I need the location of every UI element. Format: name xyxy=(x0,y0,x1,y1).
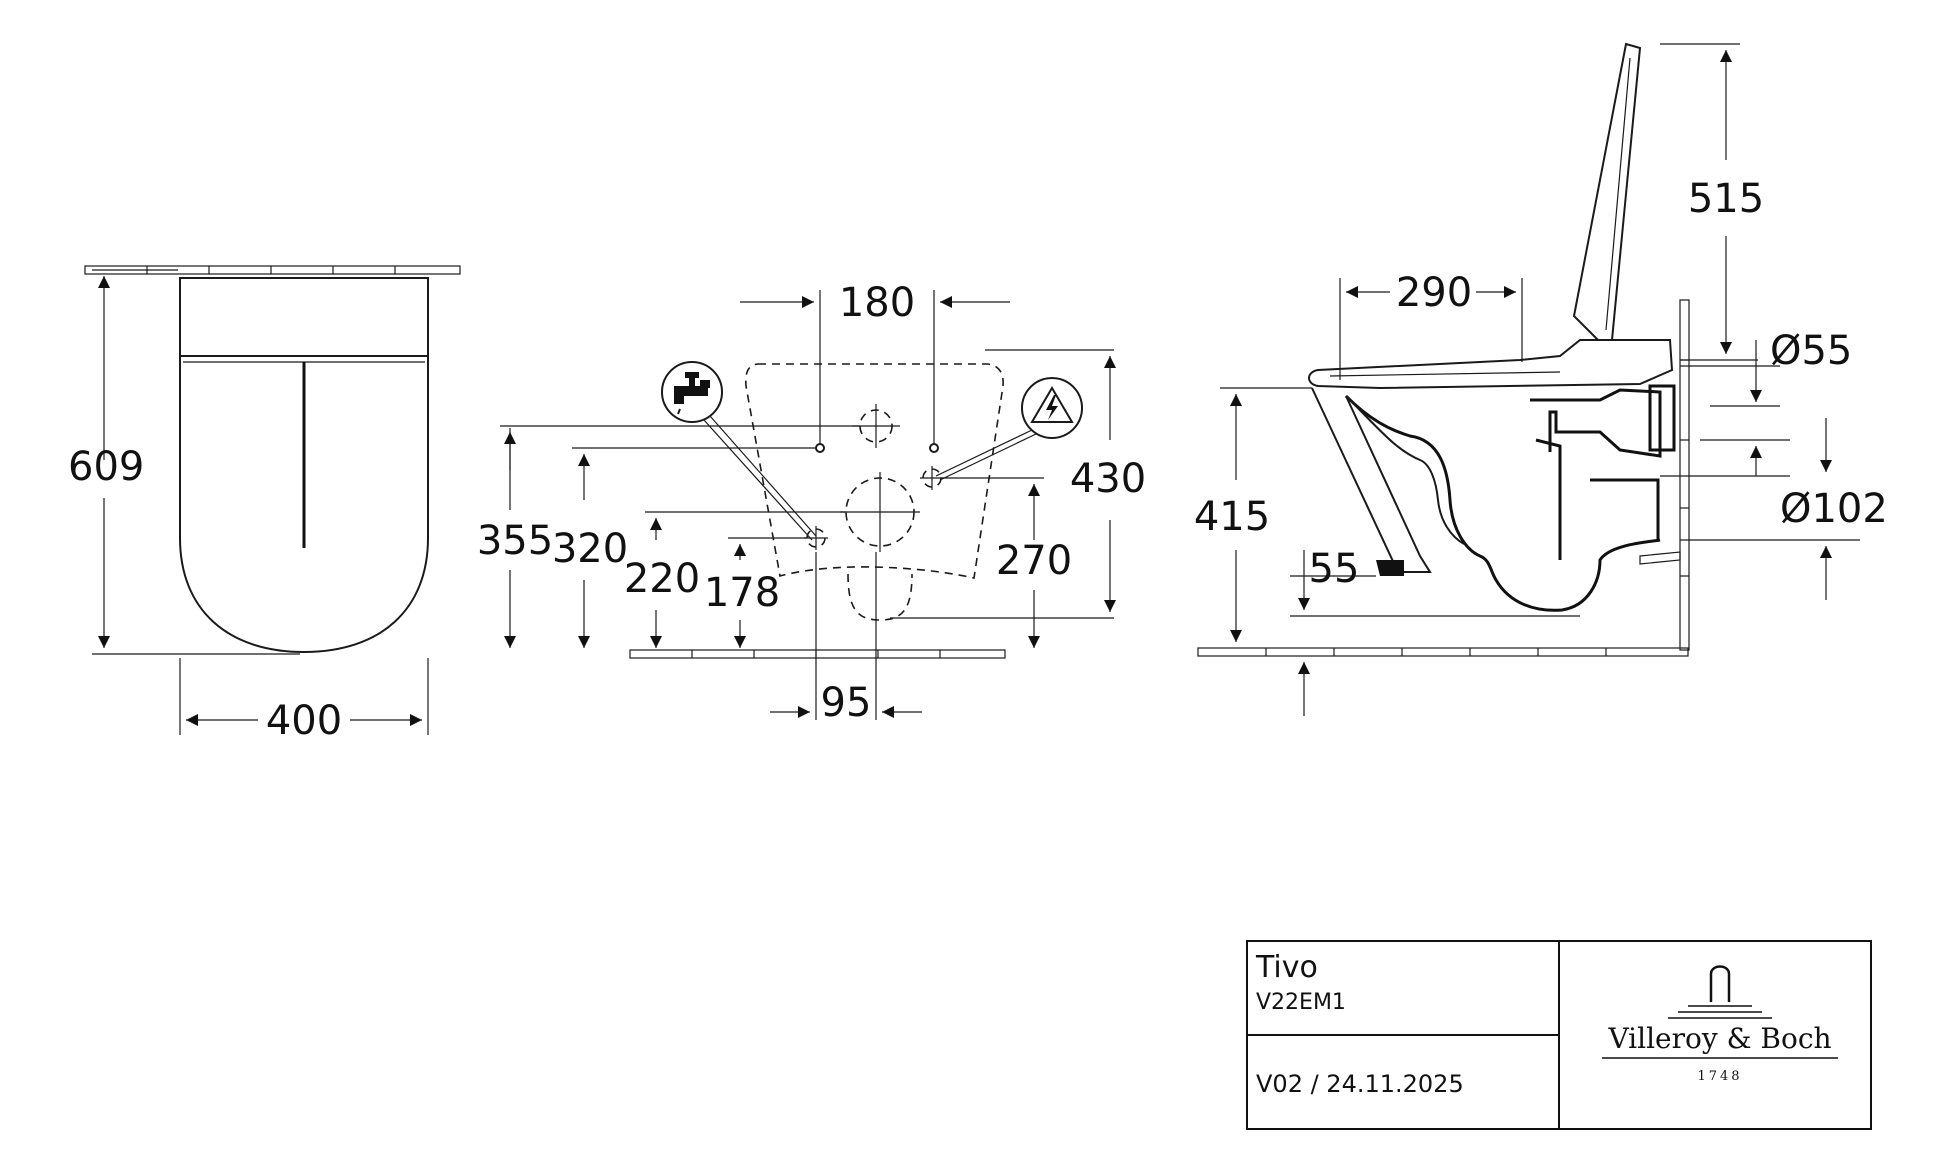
top-view: 609 400 xyxy=(68,265,461,744)
dim-spacing-bottom: 95 xyxy=(821,680,872,726)
dim-height-1: 355 xyxy=(477,518,553,564)
revision-date: V02 / 24.11.2025 xyxy=(1256,1070,1464,1098)
dim-right-height: 270 xyxy=(996,538,1072,584)
dim-offset: 55 xyxy=(1309,546,1360,592)
fountain-icon xyxy=(1668,965,1772,1019)
dim-height-3: 220 xyxy=(624,556,700,602)
dim-height-2: 320 xyxy=(552,526,628,572)
brand-year: 1748 xyxy=(1697,1069,1742,1084)
bowl-top-outline xyxy=(179,277,429,654)
title-block-brand-cell xyxy=(1558,940,1872,1130)
side-view: 515 290 Ø55 Ø102 415 55 xyxy=(1194,42,1888,716)
seat-lid xyxy=(1572,42,1642,341)
dim-lid-height: 515 xyxy=(1688,176,1764,222)
bowl-side-outline xyxy=(1311,387,1432,573)
dim-pipe-large: Ø102 xyxy=(1780,486,1888,532)
mounting-outline-dashed xyxy=(745,363,1004,579)
brand-name: Villeroy & Boch xyxy=(1607,1022,1831,1055)
product-code: V22EM1 xyxy=(1256,990,1346,1015)
seat xyxy=(1308,339,1674,390)
top-view-wall xyxy=(84,265,461,275)
dim-depth: 609 xyxy=(68,444,144,490)
front-view: 180 95 355 320 220 178 430 xyxy=(477,280,1146,726)
brand-logo: Villeroy & Boch 1748 xyxy=(1602,965,1838,1084)
water-tap-icon xyxy=(661,361,817,541)
dim-spacing-top: 180 xyxy=(839,280,915,326)
dim-total-height: 430 xyxy=(1070,456,1146,502)
side-view-wall xyxy=(1679,299,1690,651)
side-view-floor xyxy=(1197,647,1689,657)
electric-hazard-icon xyxy=(935,377,1083,481)
dim-height-4: 178 xyxy=(704,570,780,616)
dim-pipe-small: Ø55 xyxy=(1770,328,1852,374)
front-view-floor xyxy=(629,649,1006,659)
dim-seat-depth: 290 xyxy=(1396,270,1472,316)
product-name: Tivo xyxy=(1256,950,1318,985)
dim-width: 400 xyxy=(266,698,342,744)
dim-rim-height: 415 xyxy=(1194,494,1270,540)
